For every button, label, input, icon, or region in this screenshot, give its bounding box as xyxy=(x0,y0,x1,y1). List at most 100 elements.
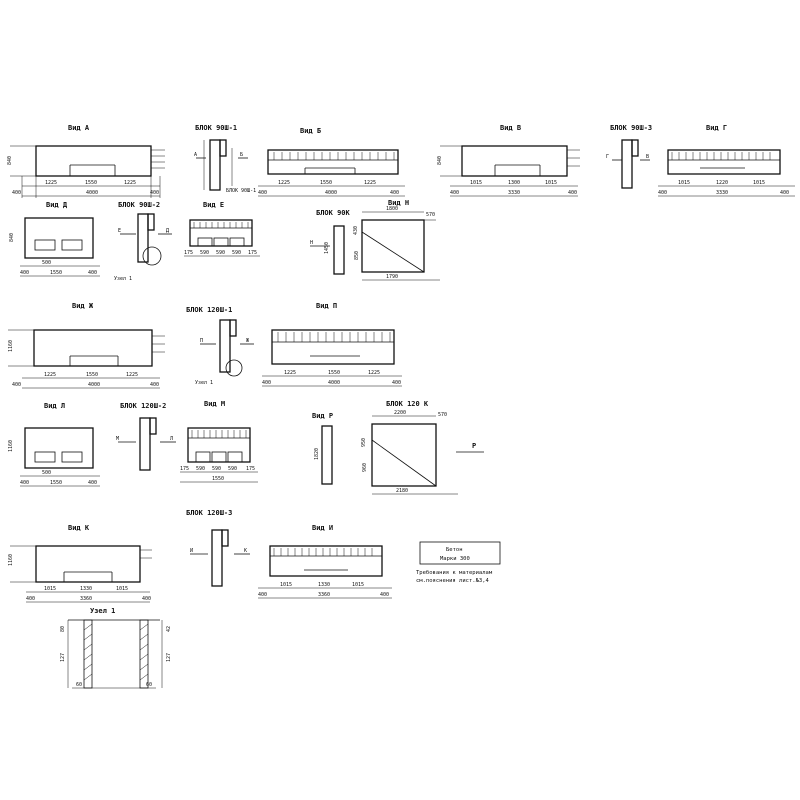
view-zh-dim-h: 1160 xyxy=(8,340,14,352)
view-zh-dim-right: 400 xyxy=(150,382,159,388)
arrow-k-label: К xyxy=(244,548,247,554)
view-v-dim-3: 1015 xyxy=(545,180,557,186)
view-d-dim-right: 400 xyxy=(88,270,97,276)
view-a-title: Вид А xyxy=(68,124,90,132)
view-e: Вид Е 175 590 590 590 175 xyxy=(184,201,260,257)
node-1-dim-h-right: 127 xyxy=(166,653,172,662)
view-v-title: Вид В xyxy=(500,124,521,132)
view-r-dim-h: 1820 xyxy=(314,448,320,460)
view-l-title: Вид Л xyxy=(44,402,65,410)
arrow-e-label: Е xyxy=(118,228,121,234)
view-b-title: Вид Б xyxy=(300,127,321,135)
view-m-dim-5: 175 xyxy=(246,466,255,472)
view-n-dim-right: 570 xyxy=(426,212,435,218)
view-v-dim-right: 400 xyxy=(568,190,577,196)
block-120k-dim-top: 2200 xyxy=(394,410,406,416)
view-e-dim-4: 590 xyxy=(232,250,241,256)
view-b-dim-3: 1225 xyxy=(364,180,376,186)
view-l-dim-h: 1160 xyxy=(8,440,14,452)
view-p-title: Вид П xyxy=(316,302,337,310)
view-b-dim-total: 4000 xyxy=(325,190,337,196)
block-90sh-2: БЛОК 90Ш-2 Е Д Узел 1 xyxy=(114,201,172,282)
view-m-dim-2: 590 xyxy=(196,466,205,472)
view-b-dim-2: 1550 xyxy=(320,180,332,186)
view-k-dim-left: 400 xyxy=(26,596,35,602)
concrete-grade-box xyxy=(419,541,501,565)
view-d-dim-2: 500 xyxy=(42,260,51,266)
view-v-dim-h: 840 xyxy=(437,156,443,165)
view-zh-dim-2: 1550 xyxy=(86,372,98,378)
view-l: Вид Л 500 1550 400 400 1160 xyxy=(8,402,100,487)
view-n-dim-bottom: 1790 xyxy=(386,274,398,280)
view-p-dim-left: 400 xyxy=(262,380,271,386)
block-120k: БЛОК 120 К 2200 570 2180 950 960 Р xyxy=(361,400,484,495)
view-k-title: Вид К xyxy=(68,524,90,532)
arrow-r-label: Р xyxy=(472,442,476,450)
arrow-n-label: Н xyxy=(310,240,313,246)
note-line-1: Требования к материалам xyxy=(416,569,493,576)
view-g-dim-1: 1015 xyxy=(678,180,690,186)
view-k-dim-3: 1015 xyxy=(116,586,128,592)
view-a-dim-right: 400 xyxy=(150,190,159,196)
block-90sh-1-title: БЛОК 90Ш-1 xyxy=(195,124,237,132)
block-120k-dim-h2: 960 xyxy=(362,463,368,472)
view-k-dim-h: 1160 xyxy=(8,554,14,566)
view-d-dim-left: 400 xyxy=(20,270,29,276)
block-120sh-1-title: БЛОК 120Ш-1 xyxy=(186,306,232,314)
view-b-dim-left: 400 xyxy=(258,190,267,196)
view-g-dim-2: 1220 xyxy=(716,180,728,186)
node-1-dim-right: 60 xyxy=(146,682,152,688)
view-d-title: Вид Д xyxy=(46,201,68,209)
view-r: Вид Р 1820 xyxy=(312,412,333,485)
view-g: Вид Г 1015 1220 1015 3330 400 400 xyxy=(658,124,795,197)
block-120sh-2-title: БЛОК 120Ш-2 xyxy=(120,402,166,410)
view-p-dim-3: 1225 xyxy=(368,370,380,376)
uzel-1-ref-a: Узел 1 xyxy=(114,276,132,282)
view-l-dim-2: 500 xyxy=(42,470,51,476)
view-n-slope xyxy=(361,231,425,273)
view-b: Вид Б 1225 1550 1225 4000 400 400 xyxy=(258,127,405,197)
block-120sh-3: БЛОК 120Ш-3 И К xyxy=(186,509,250,587)
view-v-dim-total: 3330 xyxy=(508,190,520,196)
view-k-dim-right: 400 xyxy=(142,596,151,602)
view-i-dim-3: 1015 xyxy=(352,582,364,588)
view-m-title: Вид М xyxy=(204,400,225,408)
view-m-dim-1: 175 xyxy=(180,466,189,472)
view-e-title: Вид Е xyxy=(203,201,224,209)
view-l-dim-right: 400 xyxy=(88,480,97,486)
view-d-dim-h: 840 xyxy=(9,233,15,242)
block-90sh-3-title: БЛОК 90Ш-3 xyxy=(610,124,652,132)
view-m: Вид М 175 590 590 590 175 1550 xyxy=(180,400,258,483)
view-e-dim-3: 590 xyxy=(216,250,225,256)
arrow-m-label: М xyxy=(116,436,119,442)
view-d-dim-total: 1550 xyxy=(50,270,62,276)
arrow-l-label: Л xyxy=(170,436,173,442)
view-a-dim-h: 840 xyxy=(7,156,13,165)
view-l-dim-total: 1550 xyxy=(50,480,62,486)
view-e-dim-2: 590 xyxy=(200,250,209,256)
block-120sh-2: БЛОК 120Ш-2 М Л xyxy=(116,402,176,471)
view-zh: Вид Ж 1225 1550 1225 4000 400 400 1160 xyxy=(8,302,165,389)
arrow-a-label: А xyxy=(194,152,197,158)
block-90k: БЛОК 90К Н 1450 xyxy=(310,209,351,275)
view-d: Вид Д 500 1550 400 400 840 xyxy=(9,201,100,277)
node-1-dim-top-left: 80 xyxy=(60,626,66,632)
view-g-dim-3: 1015 xyxy=(753,180,765,186)
view-zh-dim-total: 4000 xyxy=(88,382,100,388)
arrow-v-label: В xyxy=(646,154,649,160)
view-b-dim-right: 400 xyxy=(390,190,399,196)
arrow-b-label: Б xyxy=(240,152,243,158)
view-g-dim-left: 400 xyxy=(658,190,667,196)
view-i-dim-right: 400 xyxy=(380,592,389,598)
view-a-dim-1: 1225 xyxy=(45,180,57,186)
view-p-dim-right: 400 xyxy=(392,380,401,386)
view-a-outline xyxy=(35,145,152,177)
view-i-dim-1: 1015 xyxy=(280,582,292,588)
view-l-dim-left: 400 xyxy=(20,480,29,486)
uzel-1-ref-b: Узел 1 xyxy=(195,380,213,386)
view-p-dim-2: 1550 xyxy=(328,370,340,376)
view-i-dim-left: 400 xyxy=(258,592,267,598)
view-g-title: Вид Г xyxy=(706,124,727,132)
